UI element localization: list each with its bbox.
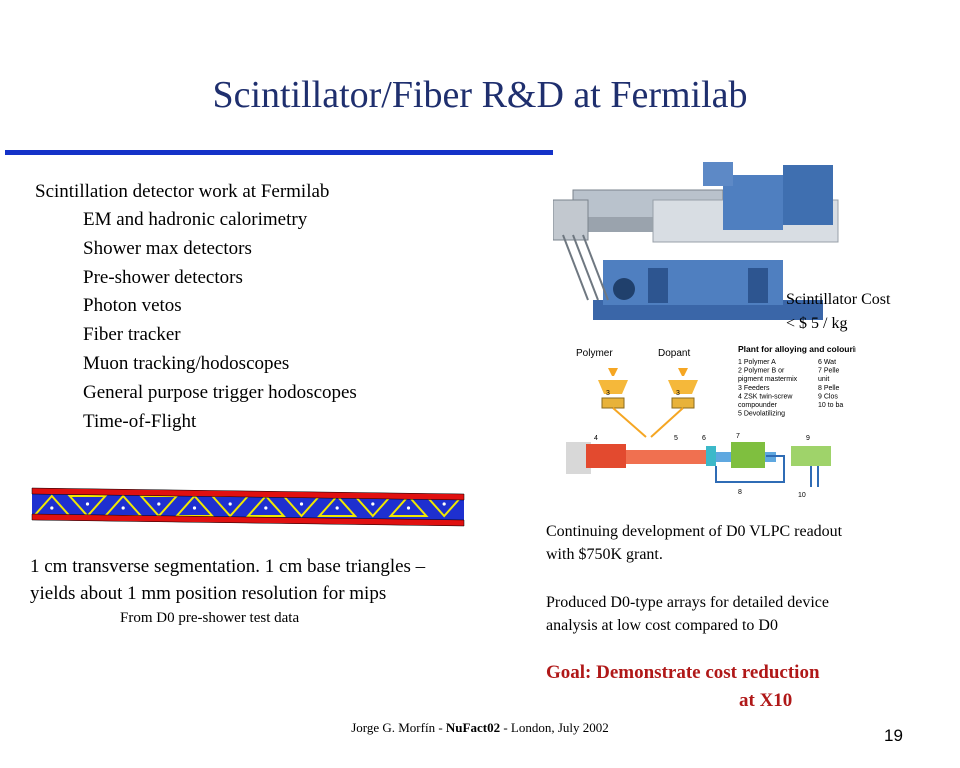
fiber-dot	[121, 506, 125, 510]
scintillator-triangle	[388, 494, 429, 517]
fiber-dot	[85, 502, 90, 506]
segmentation-line-2: yields about 1 mm position resolution fo…	[30, 583, 387, 604]
plant-legend-line: 3 Feeders	[738, 385, 770, 392]
goal-line-2: at X10	[739, 690, 793, 711]
feeder-right	[671, 397, 695, 409]
bottom-red-strip	[31, 513, 465, 527]
plant-legend-line: 4 ZSK twin-screw	[738, 393, 793, 400]
page-number: 19	[884, 726, 903, 745]
plant-legend-line: 1 Polymer A	[738, 359, 776, 366]
motor	[783, 165, 833, 225]
feeder-left	[601, 397, 625, 409]
extruder-machine-image	[553, 162, 839, 320]
label-3-right: 3	[676, 390, 680, 397]
scintillator-triangle	[245, 494, 286, 517]
footer-event: NuFact02	[445, 720, 501, 735]
detector-list-item: Pre-shower detectors	[83, 266, 243, 288]
arrow-dopant	[678, 368, 688, 376]
segmentation-source: From D0 pre-shower test data	[120, 610, 300, 626]
fiber-dot	[371, 502, 375, 506]
plant-legend-line: 6 Wat	[818, 359, 836, 366]
label-3-left: 3	[606, 390, 610, 397]
scintillator-triangle	[67, 495, 108, 518]
plant-legend-line: compounder	[738, 402, 778, 409]
arrow-polymer	[608, 368, 618, 376]
fiber-dot	[299, 502, 304, 506]
plant-legend-left: 1 Polymer A 2 Polymer B or pigment master…	[738, 359, 798, 418]
scintillator-triangle	[174, 494, 215, 517]
plant-legend-line: pigment mastermix	[738, 376, 798, 383]
plant-legend-line: 5 Devolatilizing	[738, 411, 785, 418]
detector-list-item: Time-of-Flight	[83, 410, 197, 432]
arrays-note-line-2: analysis at low cost compared to D0	[546, 617, 778, 634]
detector-list-item: General purpose trigger hodoscopes	[83, 381, 357, 403]
plant-legend-line: 10 to ba	[818, 402, 843, 409]
cost-line-1: Scintillator Cost	[786, 291, 891, 308]
intro-text: Scintillation detector work at Fermilab	[35, 181, 330, 202]
arrays-note: Produced D0-type arrays for detailed dev…	[546, 591, 829, 637]
page-title: Scintillator/Fiber R&D at Fermilab	[212, 74, 748, 116]
fiber-dot	[157, 502, 161, 506]
footer: Jorge G. Morfín - NuFact02 - London, Jul…	[0, 720, 960, 736]
polymer-label: Polymer	[576, 348, 613, 359]
scintillator-cost: Scintillator Cost < $ 5 / kg	[786, 288, 890, 336]
fiber-dot	[192, 506, 197, 510]
footer-rest: - London, July 2002	[500, 720, 609, 735]
segmentation-line-1: 1 cm transverse segmentation. 1 cm base …	[30, 556, 426, 577]
triangle-strip	[31, 494, 465, 518]
detector-list-item: EM and hadronic calorimetry	[83, 209, 308, 230]
footer-author: Jorge G. Morfín -	[351, 720, 446, 735]
scintillator-triangle	[317, 494, 358, 517]
fiber-dot	[50, 506, 54, 510]
vlpc-note-line-2: with $750K grant.	[546, 546, 663, 563]
plant-legend-line: 7 Pelle	[818, 368, 840, 375]
fiber-dot	[264, 506, 268, 510]
label-4: 4	[594, 435, 598, 442]
label-10: 10	[798, 492, 806, 499]
twin-screw-compounder	[626, 450, 706, 464]
fiber-dot	[406, 506, 411, 510]
segmentation-caption: 1 cm transverse segmentation. 1 cm base …	[30, 553, 425, 607]
plant-schematic-diagram: Polymer Dopant Plant for alloying and co…	[566, 344, 856, 499]
top-red-strip	[31, 487, 465, 501]
plant-legend-line: 9 Clos	[818, 393, 838, 400]
scintillator-triangles-diagram	[31, 487, 465, 527]
vlpc-note-line-1: Continuing development of D0 VLPC readou…	[546, 523, 843, 540]
title-underline	[5, 150, 553, 155]
fiber-dot	[442, 502, 446, 506]
classifier	[791, 446, 831, 466]
pelletizer	[731, 442, 765, 468]
hopper-left	[598, 380, 628, 394]
cost-line-2: < $ 5 / kg	[786, 315, 848, 332]
label-8: 8	[738, 489, 742, 496]
label-6: 6	[702, 435, 706, 442]
detector-list-item: Fiber tracker	[83, 324, 181, 346]
plant-header: Plant for alloying and colourin	[738, 344, 856, 354]
fiber-dot	[335, 506, 339, 510]
vlpc-note: Continuing development of D0 VLPC readou…	[546, 520, 842, 566]
goal-line-1: Goal: Demonstrate cost reduction	[546, 662, 820, 683]
plant-legend-line: 2 Polymer B or	[738, 368, 785, 375]
dopant-label: Dopant	[658, 348, 690, 359]
fiber-dot	[228, 502, 232, 506]
label-9: 9	[806, 435, 810, 442]
label-5: 5	[674, 435, 678, 442]
hopper-right	[668, 380, 698, 394]
detector-list-item: Shower max detectors	[83, 237, 252, 259]
detector-list-item: Photon vetos	[83, 295, 182, 317]
label-7: 7	[736, 433, 740, 440]
plant-legend-line: unit	[818, 376, 829, 383]
arrays-note-line-1: Produced D0-type arrays for detailed dev…	[546, 594, 829, 611]
plant-legend-line: 8 Pelle	[818, 385, 840, 392]
compounder-motor	[586, 444, 626, 468]
detector-list-item: Muon tracking/hodoscopes	[83, 352, 290, 374]
